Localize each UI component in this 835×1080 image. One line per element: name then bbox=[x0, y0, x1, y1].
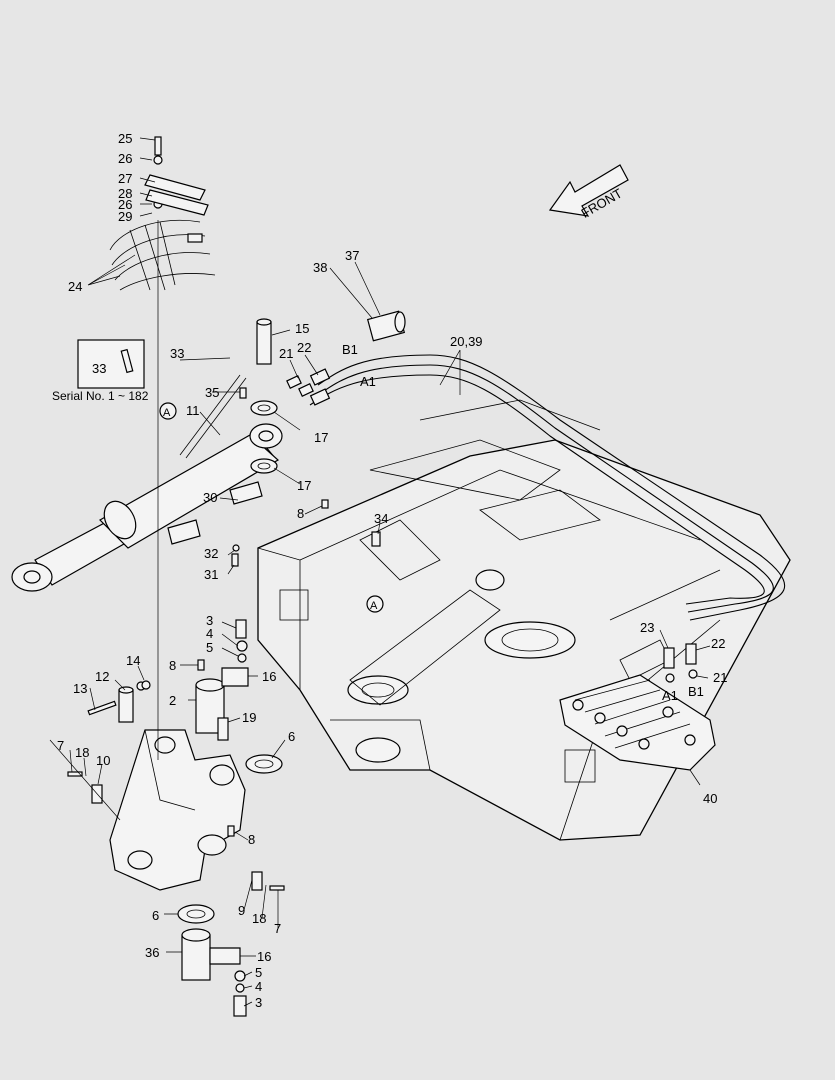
hose-lines bbox=[309, 354, 786, 621]
inset-part-number: 33 bbox=[92, 361, 106, 376]
callout-10: 10 bbox=[96, 753, 110, 768]
callout-33: 33 bbox=[170, 346, 184, 361]
port-a1-upper: A1 bbox=[360, 374, 376, 389]
front-arrow: FRONT bbox=[548, 164, 629, 221]
callout-5: 5 bbox=[206, 640, 213, 655]
callout-27: 27 bbox=[118, 171, 132, 186]
port-a1-lower: A1 bbox=[662, 688, 678, 703]
callout-7: 7 bbox=[274, 921, 281, 936]
callout-22: 22 bbox=[297, 340, 311, 355]
washer-6-upper bbox=[245, 754, 283, 774]
callout-16: 16 bbox=[257, 949, 271, 964]
callout-26: 26 bbox=[118, 197, 132, 212]
callout-8: 8 bbox=[248, 832, 255, 847]
control-valve bbox=[559, 674, 716, 771]
swing-bracket bbox=[109, 729, 246, 891]
callout-31: 31 bbox=[204, 567, 218, 582]
callout-21: 21 bbox=[279, 346, 293, 361]
washer-17-upper bbox=[250, 400, 278, 416]
callout-32: 32 bbox=[204, 546, 218, 561]
plate-16-lower bbox=[209, 947, 241, 965]
pin-2 bbox=[195, 678, 225, 734]
callout-5: 5 bbox=[255, 965, 262, 980]
inset-box: 33 Serial No. 1 ~ 182 bbox=[52, 339, 149, 403]
callout-7: 7 bbox=[57, 738, 64, 753]
callout-37: 37 bbox=[345, 248, 359, 263]
callout-35: 35 bbox=[205, 385, 219, 400]
callout-12: 12 bbox=[95, 669, 109, 684]
grease-fitting-19 bbox=[217, 717, 229, 741]
hose-fittings bbox=[286, 368, 698, 683]
pin-36 bbox=[181, 928, 211, 981]
section-marker-center: A bbox=[366, 595, 384, 613]
callout-18: 18 bbox=[75, 745, 89, 760]
machine-frame bbox=[257, 399, 791, 841]
swing-cylinder bbox=[11, 374, 283, 592]
callout-26: 26 bbox=[118, 151, 132, 166]
callout-numbers: 25 26 27 28 26 29 24 37 38 15 20,39 33 2… bbox=[57, 131, 727, 1010]
callout-8: 8 bbox=[297, 506, 304, 521]
callout-30: 30 bbox=[203, 490, 217, 505]
callout-29: 29 bbox=[118, 209, 132, 224]
pin-12 bbox=[118, 686, 134, 723]
callout-3: 3 bbox=[255, 995, 262, 1010]
port-b1-upper: B1 bbox=[342, 342, 358, 357]
hose-clamp-assembly bbox=[109, 174, 216, 291]
svg-text:A: A bbox=[370, 600, 378, 612]
svg-text:A: A bbox=[163, 407, 171, 419]
callout-13: 13 bbox=[73, 681, 87, 696]
callout-4: 4 bbox=[255, 979, 262, 994]
washer-6-lower bbox=[177, 904, 215, 924]
callout-3: 3 bbox=[206, 613, 213, 628]
callout-28: 28 bbox=[118, 186, 132, 201]
collar-37 bbox=[366, 310, 406, 342]
callout-2: 2 bbox=[169, 693, 176, 708]
callout-17: 17 bbox=[297, 478, 311, 493]
serial-note: Serial No. 1 ~ 182 bbox=[52, 389, 149, 403]
callout-40: 40 bbox=[703, 791, 717, 806]
callout-24: 24 bbox=[68, 279, 82, 294]
callout-8: 8 bbox=[169, 658, 176, 673]
callout-21: 21 bbox=[713, 670, 727, 685]
callout-38: 38 bbox=[313, 260, 327, 275]
callout-6: 6 bbox=[152, 908, 159, 923]
callout-22: 22 bbox=[711, 636, 725, 651]
callout-19: 19 bbox=[242, 710, 256, 725]
callout-18: 18 bbox=[252, 911, 266, 926]
callout-14: 14 bbox=[126, 653, 140, 668]
callout-4: 4 bbox=[206, 626, 213, 641]
plate-16-upper bbox=[221, 667, 249, 687]
callout-17: 17 bbox=[314, 430, 328, 445]
callout-20-39: 20,39 bbox=[450, 334, 483, 349]
callout-15: 15 bbox=[295, 321, 309, 336]
callout-6: 6 bbox=[288, 729, 295, 744]
washer-17-lower bbox=[250, 458, 278, 474]
callout-23: 23 bbox=[640, 620, 654, 635]
bolts bbox=[67, 136, 381, 1017]
section-marker-left: A bbox=[159, 402, 177, 420]
pin-15 bbox=[256, 318, 272, 365]
callout-36: 36 bbox=[145, 945, 159, 960]
callout-9: 9 bbox=[238, 903, 245, 918]
callout-11: 11 bbox=[186, 403, 200, 418]
callout-16: 16 bbox=[262, 669, 276, 684]
callout-25: 25 bbox=[118, 131, 132, 146]
port-b1-lower: B1 bbox=[688, 684, 704, 699]
leader-lines bbox=[49, 137, 711, 1007]
callout-34: 34 bbox=[374, 511, 388, 526]
